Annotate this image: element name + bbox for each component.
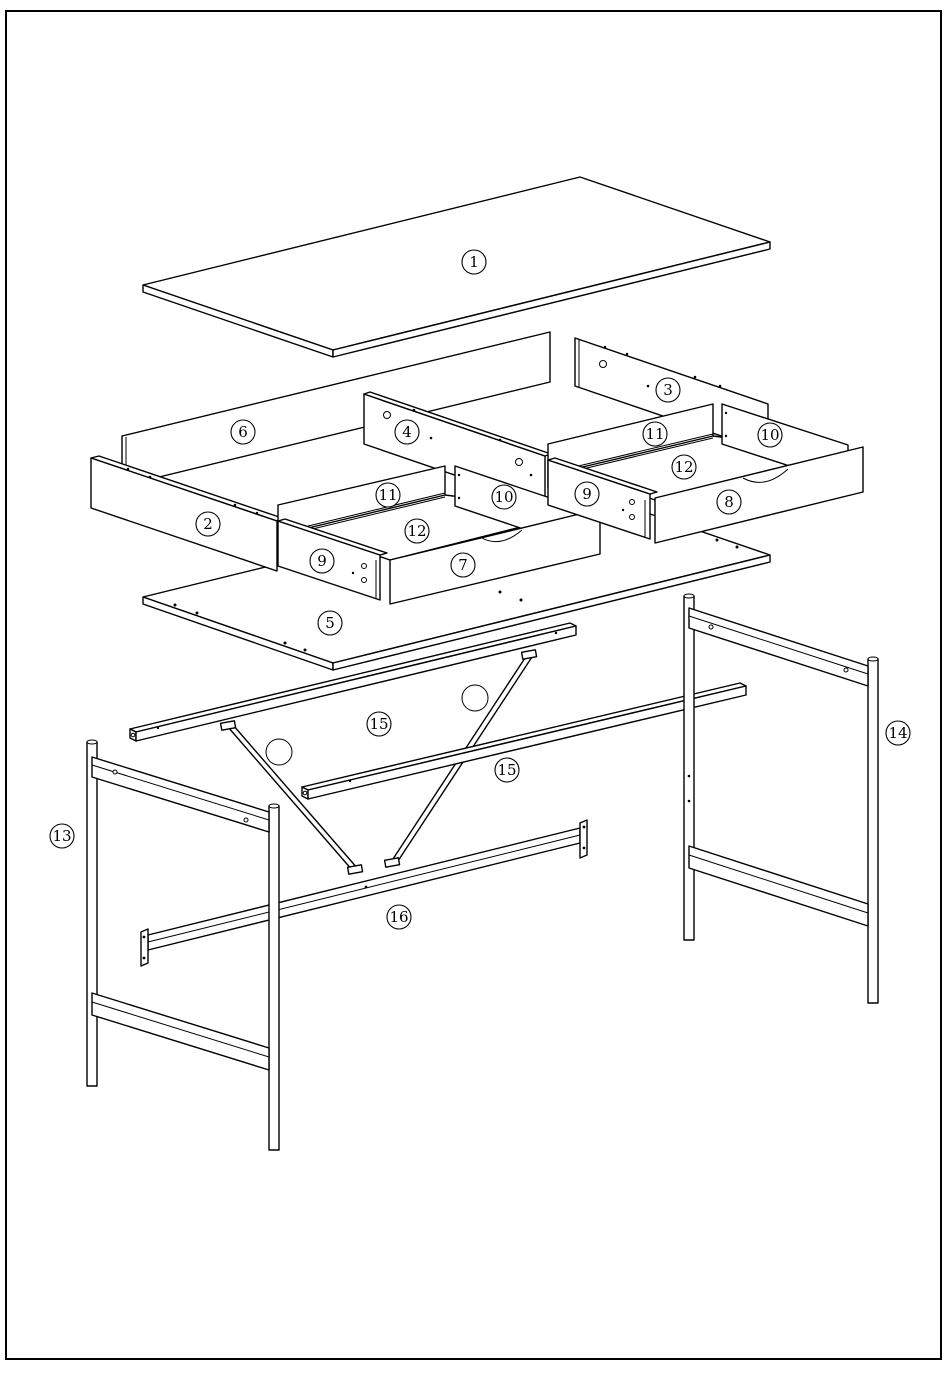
part-label-9b: 9 — [575, 482, 599, 506]
part-label-16: 16 — [387, 905, 411, 929]
hardware-washer-a — [462, 685, 488, 711]
svg-text:16: 16 — [389, 908, 408, 926]
svg-text:7: 7 — [458, 556, 468, 574]
part-label-11a: 11 — [376, 483, 400, 507]
diagonal-brace-left — [221, 721, 363, 874]
svg-text:12: 12 — [407, 522, 426, 540]
front-rail — [91, 456, 285, 571]
part-label-7: 7 — [451, 553, 475, 577]
svg-text:3: 3 — [663, 381, 673, 399]
part-label-2: 2 — [196, 512, 220, 536]
svg-text:11: 11 — [378, 486, 397, 504]
svg-text:10: 10 — [494, 488, 513, 506]
hardware-washer-b — [266, 739, 292, 765]
svg-text:5: 5 — [325, 614, 335, 632]
right-leg-frame — [684, 594, 878, 1003]
svg-text:10: 10 — [760, 426, 779, 444]
svg-text:8: 8 — [724, 493, 734, 511]
svg-text:9: 9 — [317, 552, 327, 570]
svg-text:11: 11 — [645, 425, 664, 443]
part-label-15b: 15 — [495, 758, 519, 782]
part-label-11b: 11 — [643, 422, 667, 446]
svg-text:9: 9 — [582, 485, 592, 503]
table-top-panel — [143, 177, 770, 357]
svg-text:15: 15 — [369, 715, 388, 733]
part-label-6: 6 — [231, 420, 255, 444]
upper-support-rail-front — [302, 683, 746, 799]
part-label-12b: 12 — [672, 455, 696, 479]
part-label-10b: 10 — [758, 423, 782, 447]
part-label-10a: 10 — [492, 485, 516, 509]
part-label-4: 4 — [395, 420, 419, 444]
part-label-1: 1 — [462, 250, 486, 274]
part-label-14: 14 — [886, 721, 910, 745]
svg-text:15: 15 — [497, 761, 516, 779]
svg-text:13: 13 — [52, 827, 71, 845]
part-label-8: 8 — [717, 490, 741, 514]
part-label-13: 13 — [50, 824, 74, 848]
left-leg-frame — [87, 740, 279, 1150]
svg-text:14: 14 — [888, 724, 907, 742]
svg-text:6: 6 — [238, 423, 248, 441]
part-label-15a: 15 — [367, 712, 391, 736]
svg-text:2: 2 — [203, 515, 213, 533]
svg-text:4: 4 — [402, 423, 412, 441]
svg-text:12: 12 — [674, 458, 693, 476]
lower-stretcher-bar — [141, 820, 587, 966]
svg-text:1: 1 — [469, 253, 479, 271]
part-label-9a: 9 — [310, 549, 334, 573]
part-label-3: 3 — [656, 378, 680, 402]
part-label-5: 5 — [318, 611, 342, 635]
part-label-12a: 12 — [405, 519, 429, 543]
